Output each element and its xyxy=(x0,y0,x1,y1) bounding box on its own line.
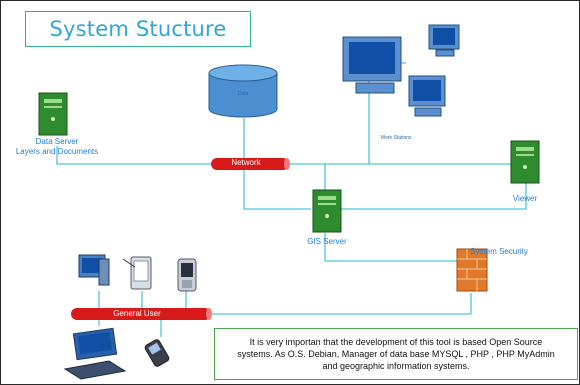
workstation-small-icon xyxy=(428,24,460,57)
data-server-label-line1: Data Server xyxy=(35,137,79,146)
smartphone-icon xyxy=(177,258,197,292)
general-user-bus xyxy=(71,308,212,320)
gis-server-icon xyxy=(312,189,342,233)
workstation-medium-icon xyxy=(408,75,446,117)
description-note: It is very importan that the development… xyxy=(214,328,578,380)
work-stations-label: Work Stations xyxy=(380,135,412,141)
firewall-icon xyxy=(456,248,488,292)
note-line-1: It is very importan that the development… xyxy=(249,337,543,347)
laptop-icon xyxy=(63,327,127,380)
network-bus xyxy=(211,158,290,170)
page-title: System Stucture xyxy=(49,17,227,41)
description-text: It is very importan that the development… xyxy=(237,336,554,372)
note-line-2: systems. As O.S. Debian, Manager of data… xyxy=(237,349,555,359)
system-security-label: System Security xyxy=(470,247,528,256)
data-server-label: Data Server Layers and Documents xyxy=(9,137,105,157)
data-server-icon xyxy=(38,92,68,136)
note-line-3: and geographic information systems. xyxy=(322,361,470,371)
link-data-server xyxy=(56,146,213,165)
data-server-label-line2: Layers and Documents xyxy=(15,147,99,156)
database-label: Data xyxy=(237,91,249,97)
link-security-top xyxy=(325,251,472,262)
link-viewer xyxy=(341,183,527,210)
pda-icon xyxy=(122,256,152,290)
title-box: System Stucture xyxy=(25,11,251,47)
viewer-label: Viewer xyxy=(512,194,538,203)
general-user-label: General User xyxy=(113,309,161,318)
link-security-bus xyxy=(211,293,472,315)
network-label: Network xyxy=(231,158,261,167)
desktop-computer-icon xyxy=(78,254,110,286)
mobile-phone-icon xyxy=(144,339,170,367)
workstation-large-icon xyxy=(342,36,402,94)
gis-server-label: GIS Server xyxy=(307,237,347,246)
viewer-server-icon xyxy=(510,140,540,184)
link-database xyxy=(243,118,311,210)
database-icon xyxy=(208,64,278,118)
